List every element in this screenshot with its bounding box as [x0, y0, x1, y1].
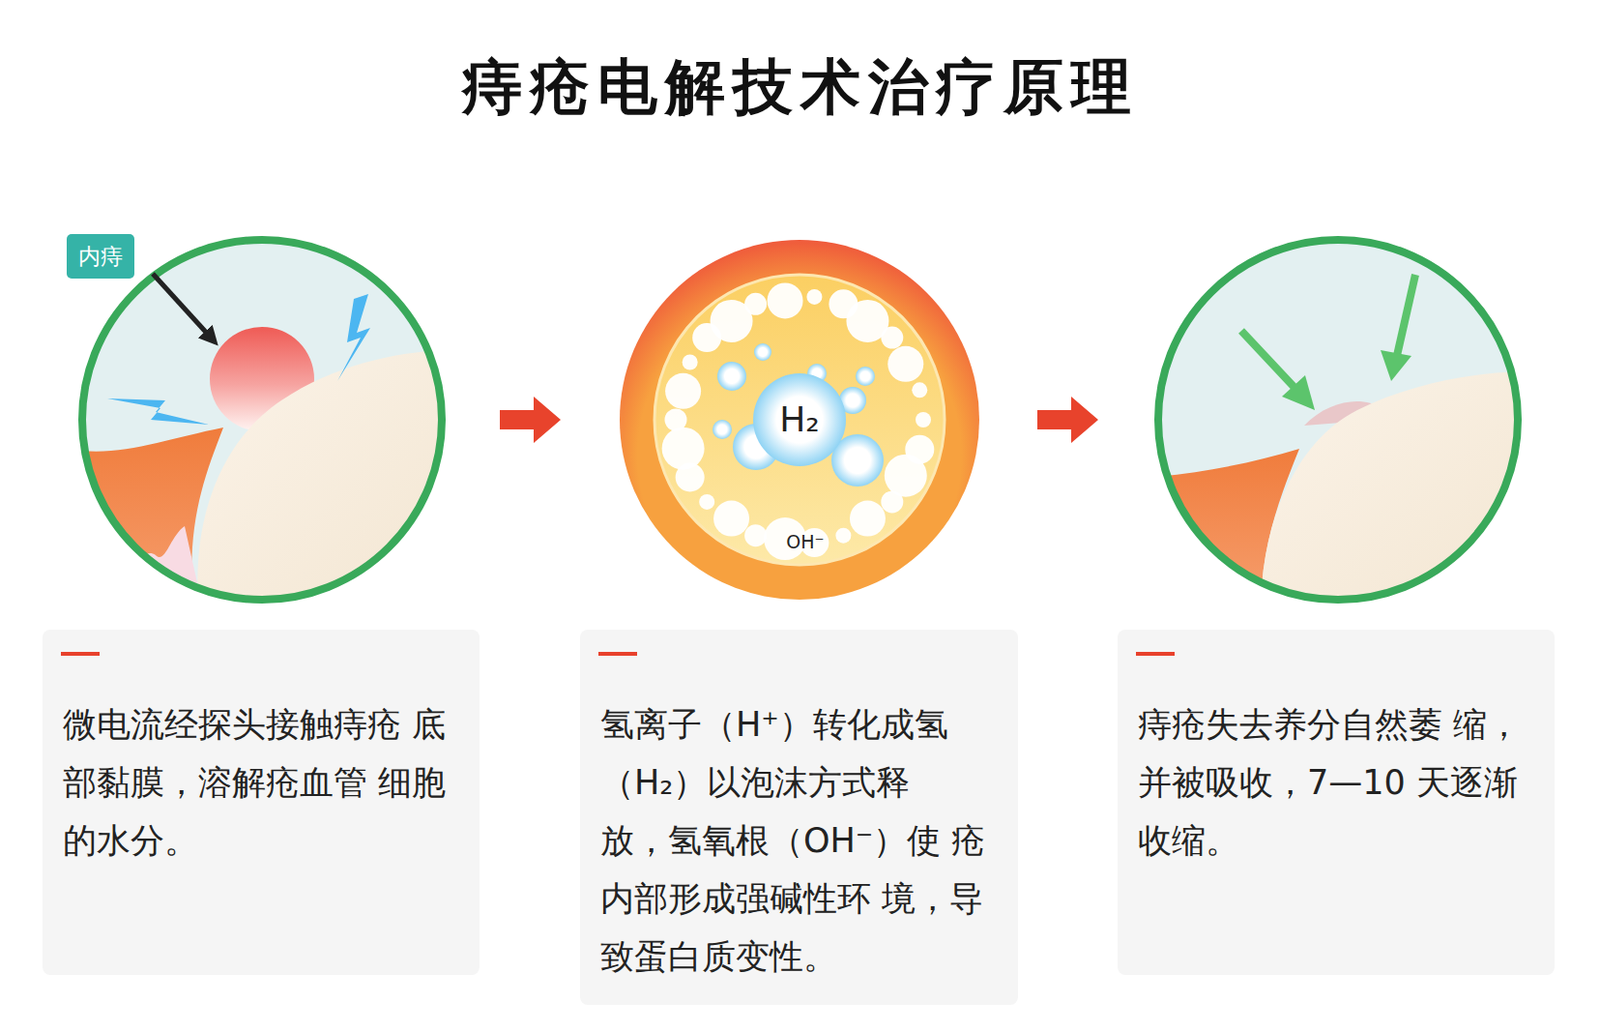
description-text: 氢离子（H⁺）转化成氢 （H₂）以泡沫方式释 放，氢氧根（OH⁻）使 疮内部形成… — [600, 695, 988, 986]
foam-bubble — [698, 494, 715, 510]
electrolysis-circle — [619, 239, 980, 600]
accent-dash — [598, 651, 638, 656]
tag-box: 内痔 — [66, 233, 135, 279]
description-text: 微电流经探头接触痔疮 底部黏膜，溶解疮血管 细胞的水分。 — [62, 695, 450, 870]
ion-label: OH⁻ — [785, 530, 824, 553]
title: 痔疮电解技术治疗原理 — [0, 46, 1600, 128]
foam-bubble — [744, 523, 767, 547]
foam-bubble — [682, 354, 699, 371]
foam-bubble — [880, 326, 903, 350]
accent-dash — [60, 651, 100, 656]
foam-bubble — [744, 292, 767, 316]
foam-bubble — [665, 373, 701, 409]
foam-bubble — [911, 381, 928, 398]
hemorrhoid-circle — [68, 226, 456, 613]
text-panel: 痔疮失去养分自然萎 缩，并被吸收，7—10 天逐渐收缩。 — [1117, 629, 1555, 975]
molecule-label: H₂ — [779, 399, 820, 439]
step-arrow — [1037, 396, 1099, 443]
foam-bubble — [767, 282, 804, 319]
foam-bubble — [887, 346, 924, 382]
foam-bubble — [662, 427, 705, 470]
foam-bubble — [806, 289, 822, 305]
foam-bubble — [835, 527, 851, 544]
description-text: 痔疮失去养分自然萎 缩，并被吸收，7—10 天逐渐收缩。 — [1137, 695, 1525, 870]
shrunk-circle — [1144, 226, 1532, 613]
foam-bubble — [713, 500, 750, 537]
foam-bubble — [915, 411, 931, 428]
foam-bubble — [884, 454, 928, 497]
text-panel: 微电流经探头接触痔疮 底部黏膜，溶解疮血管 细胞的水分。 — [42, 629, 480, 975]
step-arrow — [499, 396, 561, 443]
foam-bubble — [665, 408, 688, 432]
tag-text: 内痔 — [78, 241, 123, 271]
foam-bubble — [849, 500, 886, 537]
foam-bubble — [880, 490, 903, 513]
accent-dash — [1135, 651, 1175, 656]
text-panel: 氢离子（H⁺）转化成氢 （H₂）以泡沫方式释 放，氢氧根（OH⁻）使 疮内部形成… — [580, 629, 1019, 1005]
